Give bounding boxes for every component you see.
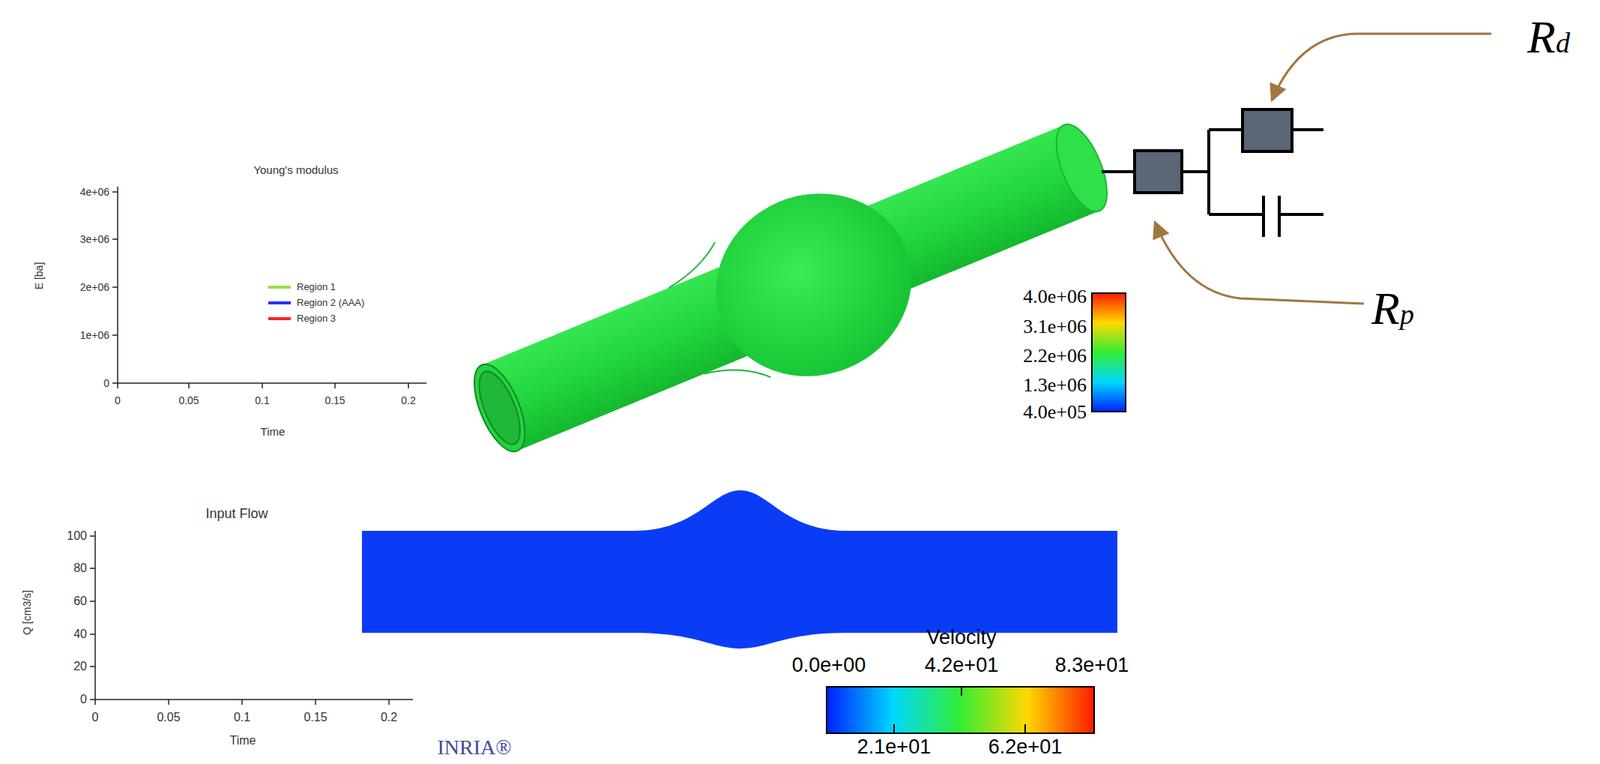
velocity-field (361, 490, 1118, 649)
tick-label: 0 (114, 394, 121, 407)
tick-label: 3e+06 (80, 233, 110, 246)
component-label: Rd (1527, 10, 1571, 64)
tick-label: 0.1 (233, 710, 251, 724)
tick-label: 0 (80, 692, 87, 706)
tick-label: 60 (73, 594, 87, 608)
colorbar-label: 4.0e+06 (1022, 285, 1087, 309)
watermark: INRIA® (436, 735, 512, 760)
resistor-symbol (1134, 150, 1182, 193)
tick-label: 1e+06 (80, 328, 110, 341)
tick-label: 100 (66, 529, 87, 543)
colorbar-label: 2.2e+06 (1022, 344, 1087, 368)
tick-label: 0.15 (324, 394, 345, 407)
tick-label: 20 (73, 659, 87, 673)
tick-label: 0.2 (380, 710, 398, 724)
tick-label: 0.15 (303, 710, 327, 724)
colorbar-label: 6.2e+01 (988, 735, 1062, 759)
legend-text: Region 3 (296, 313, 336, 325)
legend-swatch (268, 285, 291, 289)
colorbar-label: 3.1e+06 (1022, 315, 1087, 338)
component-label: Rp (1371, 281, 1415, 335)
axis-label: E [ba] (32, 262, 45, 291)
colorbar-title: Velocity (926, 625, 996, 649)
tick-label: 80 (73, 561, 87, 575)
chart-title: Input Flow (205, 505, 268, 522)
colorbar-label: 4.0e+05 (1022, 400, 1087, 424)
leader-line (1154, 221, 1364, 304)
tick-label: 0 (103, 376, 110, 389)
leader-line (1271, 33, 1492, 101)
axis-label: Time (260, 424, 286, 438)
colorbar-label: 8.3e+01 (1055, 653, 1129, 677)
tick-label: 4e+06 (80, 185, 110, 198)
tick-label: 0.2 (400, 394, 416, 407)
legend-swatch (268, 317, 291, 320)
axis-label: Time (230, 733, 257, 748)
tick-label: 0.1 (254, 394, 270, 407)
legend-text: Region 1 (296, 281, 336, 294)
colorbar-label: 1.3e+06 (1022, 373, 1087, 397)
tick-label: 2e+06 (80, 281, 110, 294)
tick-label: 40 (73, 627, 87, 641)
resistor-symbol (1242, 109, 1292, 152)
legend-text: Region 2 (AAA) (296, 297, 365, 309)
chart-title: Young's modulus (253, 163, 338, 177)
tick-label: 0.05 (156, 710, 180, 724)
aneurysm-tube (449, 82, 1137, 504)
axis-label: Q [cm3/s] (20, 589, 33, 635)
legend-swatch (268, 301, 291, 305)
colorbar-label: 2.1e+01 (857, 735, 931, 759)
colorbar-label: 4.2e+01 (924, 653, 999, 677)
tick-label: 0 (92, 710, 99, 724)
tick-label: 0.05 (178, 394, 199, 407)
colorbar-label: 0.0e+00 (792, 653, 866, 677)
